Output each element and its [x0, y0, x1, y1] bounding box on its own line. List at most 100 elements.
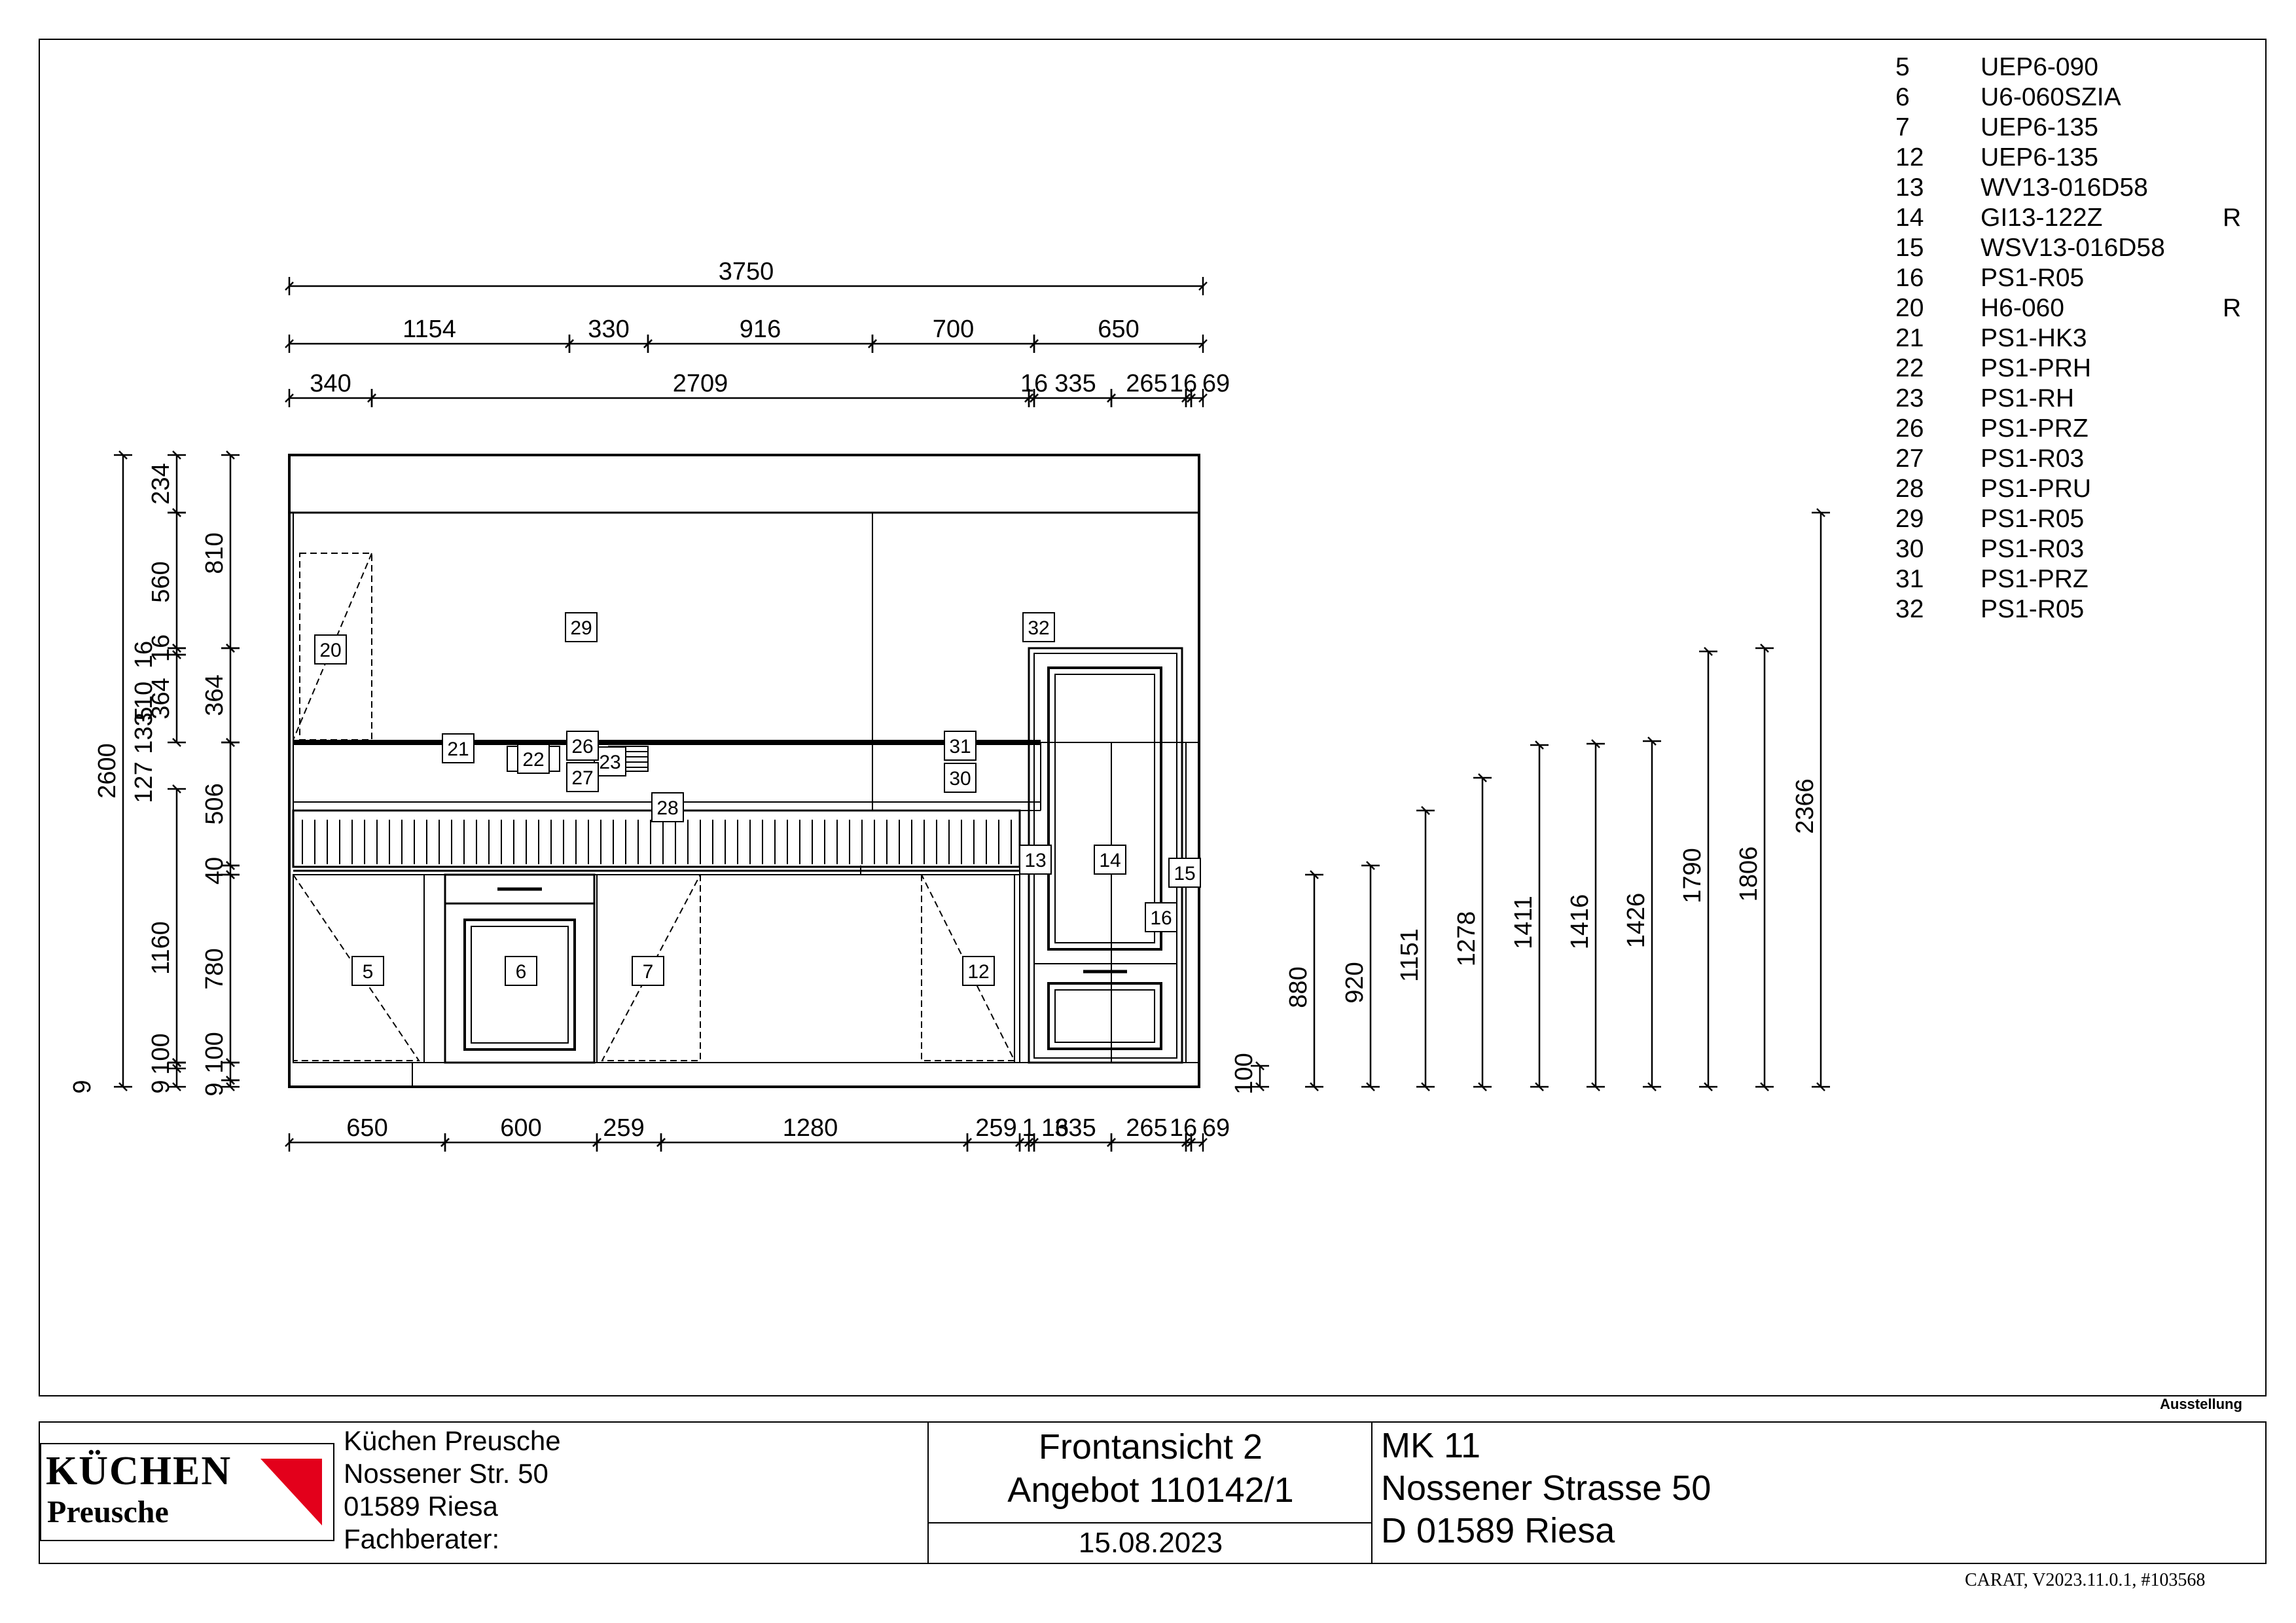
label-text-7: 7: [643, 961, 654, 983]
dimension-value: 3750: [719, 258, 774, 285]
parts-list-code: PS1-R05: [1981, 505, 2085, 533]
label-text-28: 28: [656, 797, 678, 819]
label-box-26: [566, 731, 599, 761]
label-box-22: [517, 744, 550, 774]
dimension-value: 259: [603, 1114, 644, 1142]
tall-lower-door-inner: [1054, 989, 1155, 1043]
project-city: D 01589 Riesa: [1381, 1511, 1615, 1550]
dimension-value: 1790: [1679, 848, 1706, 903]
parts-list-num: 20: [1895, 294, 1924, 322]
label-text-27: 27: [571, 767, 593, 789]
dimension-value: 234: [147, 463, 175, 504]
dimension-value: 100: [147, 1033, 175, 1074]
tall-upper-door-outer: [1047, 666, 1162, 951]
dimension-value: 1806: [1735, 847, 1763, 902]
label-box-31: [944, 731, 977, 761]
dimension-value: 364: [201, 674, 228, 716]
company-advisor: Fachberater:: [344, 1523, 500, 1554]
dimension-value: 920: [1341, 962, 1369, 1003]
dimension-value: 340: [310, 370, 351, 397]
parts-list-num: 26: [1895, 414, 1924, 443]
parts-list-flag: R: [2223, 294, 2242, 322]
label-box-5: [351, 956, 384, 986]
label-text-20: 20: [319, 640, 341, 661]
dimension-value: 560: [147, 561, 175, 602]
dimension-value: 335: [1054, 1114, 1096, 1142]
label-text-30: 30: [949, 768, 971, 790]
drawing-frame: [39, 39, 2267, 1396]
dimension-value: 40: [201, 857, 228, 884]
tall-lower-door-outer: [1047, 982, 1162, 1050]
dimension-value: 69: [1202, 370, 1230, 397]
parts-list-num: 21: [1895, 324, 1924, 352]
label-text-12: 12: [967, 961, 989, 983]
title-block-frame: [39, 1421, 2267, 1564]
dimension-value: 265: [1126, 1114, 1167, 1142]
company-street: Nossener Str. 50: [344, 1458, 548, 1489]
label-box-27: [566, 762, 599, 792]
dimension-value: 335: [1054, 370, 1096, 397]
label-box-28: [651, 792, 684, 822]
label-text-14: 14: [1099, 850, 1121, 871]
label-text-13: 13: [1024, 850, 1046, 871]
dimension-value: 2366: [1791, 778, 1819, 834]
logo-red-wedge: [260, 1459, 322, 1525]
label-box-21: [442, 733, 475, 763]
parts-list-code: PS1-PRZ: [1981, 414, 2089, 443]
label-text-31: 31: [949, 736, 971, 757]
dimension-value: 9: [201, 1082, 228, 1096]
dimension-value: 1426: [1623, 893, 1650, 949]
logo-frame: [40, 1443, 334, 1541]
parts-list-num: 23: [1895, 384, 1924, 412]
dimension-value: 1278: [1453, 911, 1480, 967]
dimension-value: 364: [147, 678, 175, 719]
parts-list-code: PS1-HK3: [1981, 324, 2087, 352]
kitchen-outer-outline: [288, 454, 1200, 1088]
label-text-26: 26: [571, 736, 593, 757]
company-city: 01589 Riesa: [344, 1491, 498, 1522]
dimension-value: 810: [201, 532, 228, 574]
parts-list-code: PS1-R03: [1981, 535, 2085, 563]
dimension-value: 127: [130, 761, 158, 803]
parts-list-code: PS1-PRU: [1981, 475, 2092, 503]
parts-list-num: 31: [1895, 565, 1924, 593]
title-block: [39, 1421, 2267, 1564]
dimension-value: 600: [500, 1114, 541, 1142]
panel-23-lines: [625, 751, 648, 768]
offer-number: Angebot 110142/1: [1007, 1470, 1294, 1510]
dimension-value: 16: [147, 634, 175, 662]
project-name: MK 11: [1381, 1426, 1481, 1465]
dimension-value: 259: [975, 1114, 1016, 1142]
parts-list-num: 16: [1895, 264, 1924, 292]
dimension-value: 330: [588, 316, 629, 343]
company-name: Küchen Preusche: [344, 1425, 561, 1456]
view-title: Frontansicht 2: [1038, 1427, 1263, 1467]
parts-list-num: 27: [1895, 445, 1924, 473]
parts-list-code: U6-060SZIA: [1981, 83, 2121, 111]
dimension-value: 100: [1230, 1053, 1258, 1094]
parts-list-code: GI13-122Z: [1981, 204, 2103, 232]
parts-list-code: WV13-016D58: [1981, 173, 2148, 202]
dimension-value: 16: [1170, 370, 1197, 397]
dimension-value: 16: [130, 641, 158, 668]
parts-list-code: PS1-R05: [1981, 595, 2085, 623]
parts-list-num: 7: [1895, 113, 1910, 141]
parts-list-num: 32: [1895, 595, 1924, 623]
dimension-value: 100: [201, 1032, 228, 1073]
wall-cabinet-20-diagonal: [293, 553, 372, 740]
dimension-value: 506: [201, 783, 228, 824]
parts-list-num: 14: [1895, 204, 1924, 232]
dimension-value: 69: [1202, 1114, 1230, 1142]
label-text-22: 22: [522, 749, 544, 771]
dimension-value: 880: [1285, 966, 1312, 1008]
dimension-value: 1: [1022, 1114, 1035, 1142]
label-box-12: [962, 956, 995, 986]
parts-list-code: UEP6-090: [1981, 53, 2098, 81]
label-box-15: [1168, 858, 1201, 888]
dimension-value: 1280: [783, 1114, 838, 1142]
label-box-6: [505, 956, 537, 986]
label-text-5: 5: [363, 961, 374, 983]
label-text-29: 29: [570, 617, 592, 639]
